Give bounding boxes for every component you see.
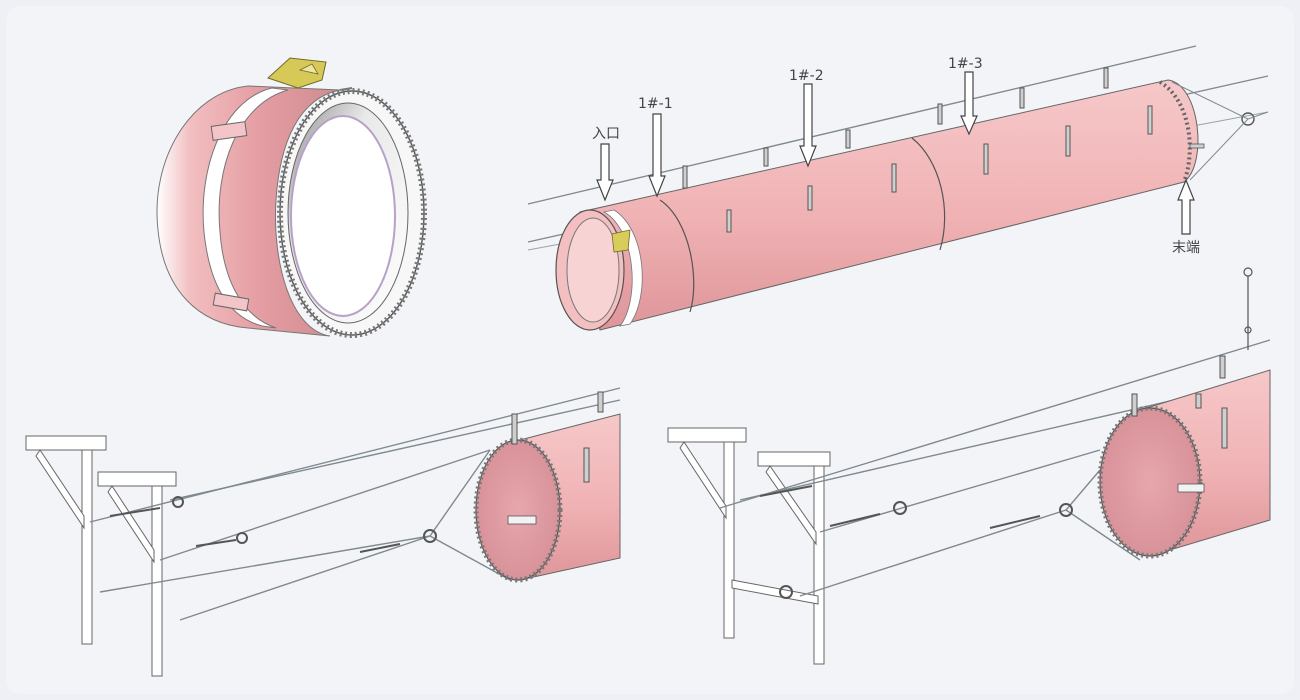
label-end: 末端	[1172, 240, 1200, 256]
label-inlet: 入口	[592, 126, 620, 142]
down-arrow-icon	[648, 113, 666, 198]
clamp-buckle	[267, 57, 327, 89]
label-point-2: 1#-2	[789, 68, 824, 84]
anchorage-detail-left	[25, 387, 621, 677]
up-arrow-icon	[1177, 178, 1195, 235]
clamp-ring-detail	[156, 57, 427, 338]
down-arrow-icon	[799, 83, 817, 168]
down-arrow-icon	[960, 71, 978, 136]
label-point-1: 1#-1	[638, 96, 673, 112]
label-point-3: 1#-3	[948, 56, 983, 72]
duct-overview: 入口 1#-1 1#-2 1#-3 末端	[527, 45, 1269, 331]
anchorage-detail-right	[667, 267, 1271, 665]
down-arrow-icon	[596, 143, 614, 202]
